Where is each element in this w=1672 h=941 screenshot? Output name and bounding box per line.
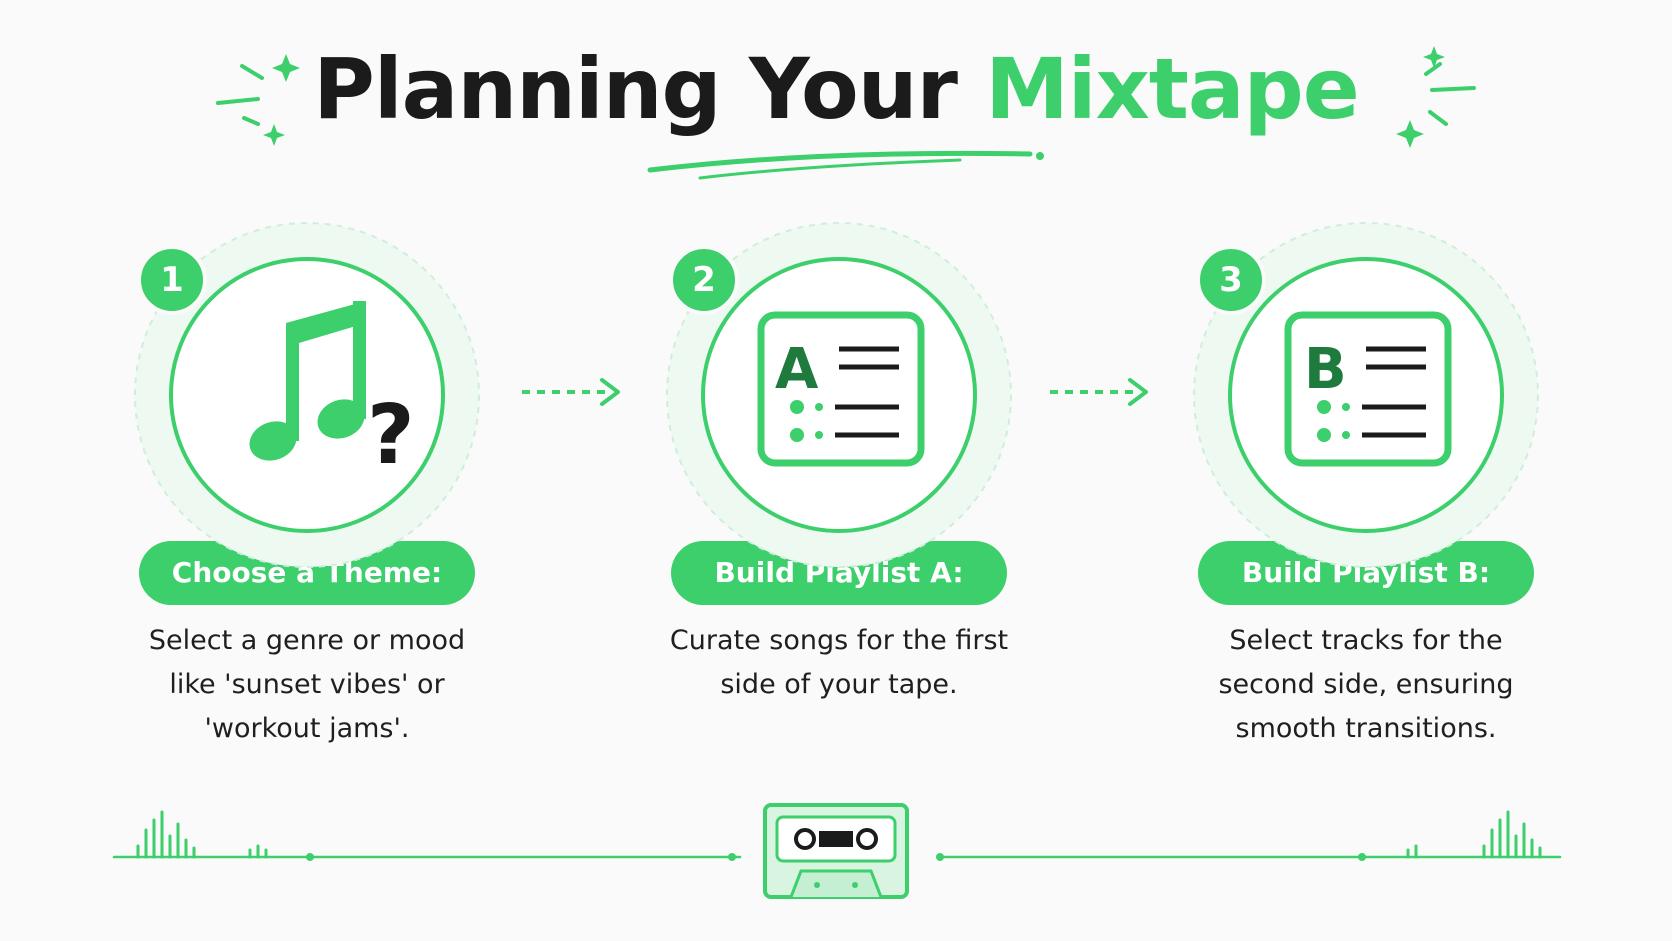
arrow-icon xyxy=(1050,378,1148,406)
playlist-letter: B xyxy=(1304,337,1347,402)
spark-line-left-1 xyxy=(240,64,264,80)
step-2: A 2 Build Playlist A: Curate songs for t… xyxy=(659,215,1019,707)
sparkle-icon xyxy=(1423,46,1445,68)
step-1: ? 1 Choose a Theme: Select a genre or mo… xyxy=(127,215,487,751)
step-2-description: Curate songs for the first side of your … xyxy=(669,625,1009,700)
spark-line-right-1 xyxy=(1424,62,1442,76)
step-1-icon-circle: ? 1 xyxy=(127,215,487,575)
title-decorations xyxy=(216,46,1476,180)
playlist-letter: A xyxy=(775,337,819,402)
playlist-a-icon: A xyxy=(757,311,925,467)
spark-line-right-2 xyxy=(1430,86,1476,92)
sparkle-icon xyxy=(1396,120,1424,148)
title-underline xyxy=(647,150,1033,173)
sparkle-icon xyxy=(272,54,300,82)
title-underline-2 xyxy=(698,158,962,180)
step-1-number-badge: 1 xyxy=(137,245,207,315)
cassette-tape-icon xyxy=(763,803,909,899)
spark-line-right-3 xyxy=(1428,110,1448,126)
step-2-icon-circle: A 2 xyxy=(659,215,1019,575)
arrow-icon xyxy=(522,378,620,406)
step-1-description: Select a genre or mood like 'sunset vibe… xyxy=(148,625,466,744)
underline-dot xyxy=(1036,152,1044,160)
wave-bars-right xyxy=(1406,810,1542,859)
step-2-number-badge: 2 xyxy=(669,245,739,315)
sparkle-icon xyxy=(263,124,285,146)
title-part-1: Planning Your xyxy=(313,40,958,138)
step-3-number-badge: 3 xyxy=(1196,245,1266,315)
spark-line-left-3 xyxy=(242,116,260,126)
svg-text:?: ? xyxy=(367,388,415,483)
spark-line-left-2 xyxy=(216,97,260,105)
footer-soundwave xyxy=(112,803,1562,899)
playlist-b-icon: B xyxy=(1284,311,1452,467)
title-part-2: Mixtape xyxy=(985,40,1360,138)
step-3-icon-circle: B 3 xyxy=(1186,215,1546,575)
page-title: Planning Your Mixtape xyxy=(0,40,1672,138)
wave-bars-left xyxy=(136,810,268,859)
inner-ring xyxy=(169,257,445,533)
step-3: B 3 Build Playlist B: Select tracks for … xyxy=(1186,215,1546,751)
music-note-question-icon: ? xyxy=(249,301,415,483)
step-3-description: Select tracks for the second side, ensur… xyxy=(1218,625,1514,744)
